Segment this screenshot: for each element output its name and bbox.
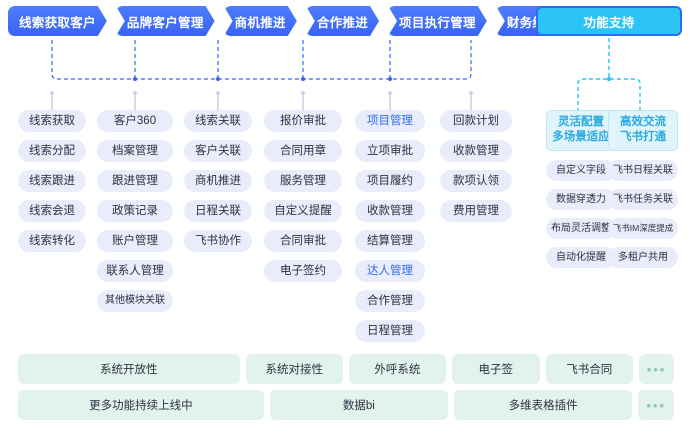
feature-pill[interactable]: 项目履约 xyxy=(355,170,425,192)
feature-pill[interactable]: 档案管理 xyxy=(97,140,173,162)
feature-pill[interactable]: 合同审批 xyxy=(264,230,342,252)
capability-cell[interactable]: 系统开放性 xyxy=(18,354,240,384)
feature-pill[interactable]: 费用管理 xyxy=(440,200,512,222)
stage-chip-3[interactable]: 商机推进 xyxy=(224,6,297,36)
capability-cell[interactable]: 更多功能持续上线中 xyxy=(18,390,264,420)
support-junction xyxy=(606,76,612,82)
support-header-box[interactable]: 功能支持 xyxy=(536,6,682,36)
feature-pill[interactable]: 商机推进 xyxy=(184,170,252,192)
feature-pill[interactable]: 收款管理 xyxy=(355,200,425,222)
column-stem-dots xyxy=(50,91,473,95)
feature-column-2: 客户360 档案管理跟进管理政策记录账户管理联系人管理其他模块关联 xyxy=(97,110,173,320)
feature-pill[interactable]: 账户管理 xyxy=(97,230,173,252)
bottom-row-1: 系统开放性系统对接性外呼系统电子签飞书合同••• xyxy=(18,354,674,384)
capability-cell[interactable]: 飞书合同 xyxy=(545,354,633,384)
support-pill[interactable]: 自定义字段 xyxy=(546,160,616,181)
feature-pill[interactable]: 电子签约 xyxy=(264,260,342,282)
feature-pill[interactable]: 线索关联 xyxy=(184,110,252,132)
column-stems xyxy=(51,92,472,112)
feature-pill[interactable]: 其他模块关联 xyxy=(97,290,173,312)
feature-column-6: 回款计划收款管理款项认领费用管理 xyxy=(440,110,512,230)
feature-pill[interactable]: 线索转化 xyxy=(18,230,86,252)
feature-pill[interactable]: 款项认领 xyxy=(440,170,512,192)
capability-cell[interactable]: 电子签 xyxy=(452,354,540,384)
feature-pill[interactable]: 线索跟进 xyxy=(18,170,86,192)
support-pill[interactable]: 布局灵活调整 xyxy=(546,218,616,239)
more-options-cell[interactable]: ••• xyxy=(639,354,674,384)
support-group-1: 灵活配置多场景适应自定义字段数据穿透力布局灵活调整自动化提醒 xyxy=(546,110,616,276)
stage-chip-2[interactable]: 品牌客户管理 xyxy=(116,6,215,36)
stage-chip-4[interactable]: 合作推进 xyxy=(306,6,379,36)
support-group-title[interactable]: 高效交流飞书打通 xyxy=(608,110,678,151)
more-options-cell[interactable]: ••• xyxy=(638,390,675,420)
feature-pill[interactable]: 线索获取 xyxy=(18,110,86,132)
feature-pill[interactable]: 立项审批 xyxy=(355,140,425,162)
process-stage-bar: 线索获取客户 品牌客户管理 商机推进 合作推进 项目执行管理 财务结算 xyxy=(8,6,578,36)
feature-pill[interactable]: 服务管理 xyxy=(264,170,342,192)
feature-pill[interactable]: 日程管理 xyxy=(355,320,425,342)
bus-path xyxy=(51,40,472,80)
support-title-line2: 多场景适应 xyxy=(552,131,610,143)
feature-pill[interactable]: 项目管理 xyxy=(355,110,425,132)
support-pill[interactable]: 飞书日程关联 xyxy=(608,160,678,181)
support-title-line1: 高效交流 xyxy=(620,116,666,128)
support-title-line2: 飞书打通 xyxy=(620,131,666,143)
feature-pill[interactable]: 合同用章 xyxy=(264,140,342,162)
feature-pill[interactable]: 客户关联 xyxy=(184,140,252,162)
support-pill[interactable]: 自动化提醒 xyxy=(546,247,616,268)
support-branch xyxy=(577,38,641,112)
stage-chip-5[interactable]: 项目执行管理 xyxy=(388,6,487,36)
feature-column-4: 报价审批合同用章服务管理自定义提醒合同审批电子签约 xyxy=(264,110,342,290)
capability-cell[interactable]: 系统对接性 xyxy=(245,354,343,384)
feature-pill[interactable]: 线索会退 xyxy=(18,200,86,222)
bus-junctions xyxy=(133,77,392,81)
feature-pill[interactable]: 日程关联 xyxy=(184,200,252,222)
stage-chip-1[interactable]: 线索获取客户 xyxy=(8,6,107,36)
feature-pill[interactable]: 自定义提醒 xyxy=(264,200,342,222)
feature-pill[interactable]: 合作管理 xyxy=(355,290,425,312)
capability-cell[interactable]: 数据bi xyxy=(269,390,449,420)
capability-cell[interactable]: 多维表格插件 xyxy=(454,390,633,420)
feature-pill[interactable]: 政策记录 xyxy=(97,200,173,222)
support-group-2: 高效交流飞书打通飞书日程关联飞书任务关联飞书IM深度提成多租户共用 xyxy=(608,110,678,276)
capability-cell[interactable]: 外呼系统 xyxy=(348,354,447,384)
feature-pill[interactable]: 收款管理 xyxy=(440,140,512,162)
feature-pill[interactable]: 回款计划 xyxy=(440,110,512,132)
support-pill[interactable]: 多租户共用 xyxy=(608,247,678,268)
support-pill[interactable]: 飞书任务关联 xyxy=(608,189,678,210)
feature-pill[interactable]: 达人管理 xyxy=(355,260,425,282)
feature-pill[interactable]: 联系人管理 xyxy=(97,260,173,282)
support-group-title[interactable]: 灵活配置多场景适应 xyxy=(546,110,616,151)
feature-column-5: 项目管理立项审批项目履约收款管理结算管理达人管理合作管理日程管理 xyxy=(355,110,425,350)
feature-column-3: 线索关联客户关联商机推进日程关联飞书协作 xyxy=(184,110,252,260)
feature-pill[interactable]: 线索分配 xyxy=(18,140,86,162)
feature-pill[interactable]: 报价审批 xyxy=(264,110,342,132)
feature-pill[interactable]: 结算管理 xyxy=(355,230,425,252)
support-pill[interactable]: 数据穿透力 xyxy=(546,189,616,210)
feature-pill[interactable]: 客户360 xyxy=(97,110,173,132)
support-pill[interactable]: 飞书IM深度提成 xyxy=(608,218,678,239)
feature-pill[interactable]: 飞书协作 xyxy=(184,230,252,252)
feature-column-1: 线索获取线索分配线索跟进线索会退线索转化 xyxy=(18,110,86,260)
support-title-line1: 灵活配置 xyxy=(558,116,604,128)
feature-pill[interactable]: 跟进管理 xyxy=(97,170,173,192)
